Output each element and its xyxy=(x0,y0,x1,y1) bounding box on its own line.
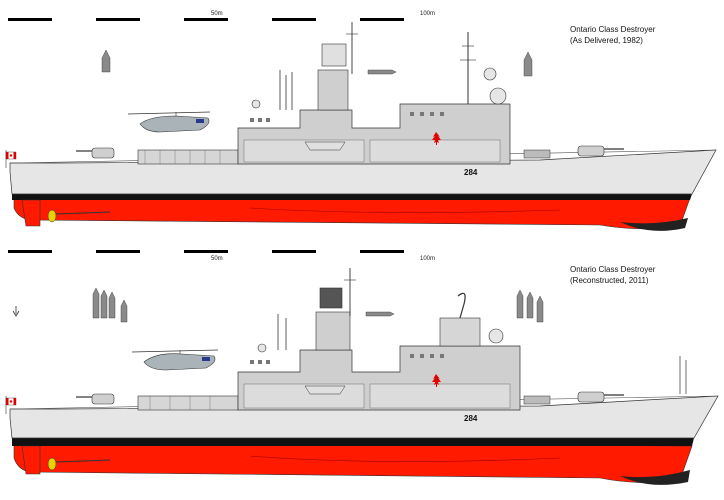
helicopter-icon xyxy=(127,111,211,133)
ships-boat xyxy=(304,141,346,151)
caption-reconstructed: Ontario Class Destroyer (Reconstructed, … xyxy=(570,264,655,286)
scale-bar xyxy=(8,18,430,21)
arrow-icon xyxy=(12,306,20,317)
profile-as-delivered: 284 xyxy=(5,18,717,231)
hull-underwater xyxy=(13,442,693,483)
drawing-subtitle: (As Delivered, 1982) xyxy=(570,36,643,45)
foremast xyxy=(257,292,504,353)
boot-topping xyxy=(12,438,694,446)
forward-gun xyxy=(577,145,624,157)
radar-tower xyxy=(317,22,358,111)
aft-gun xyxy=(76,147,115,159)
aft-gun xyxy=(76,393,115,405)
drawing-title: Ontario Class Destroyer xyxy=(570,25,656,34)
boot-topping xyxy=(12,194,692,200)
hangar xyxy=(137,149,239,165)
canada-flag-icon xyxy=(5,150,17,168)
scale-label-100m: 100m xyxy=(420,256,436,262)
hangar xyxy=(137,395,239,411)
scale-label-50m: 50m xyxy=(211,11,223,17)
forward-gun xyxy=(577,391,624,403)
aft-mast xyxy=(277,314,287,350)
canada-flag-icon xyxy=(5,396,17,414)
missile-icon xyxy=(101,49,533,77)
foremast xyxy=(251,32,507,109)
drawing-subtitle: (Reconstructed, 2011) xyxy=(570,276,649,285)
scale-bar xyxy=(8,250,430,253)
ships-boat xyxy=(304,385,346,395)
rudder xyxy=(21,199,41,227)
hull-number: 284 xyxy=(464,168,478,177)
missile-icon xyxy=(92,287,544,323)
rudder xyxy=(21,445,41,475)
propeller-icon xyxy=(47,457,111,471)
profile-reconstructed: 284 xyxy=(5,250,719,485)
sonar-dome xyxy=(620,218,688,231)
aft-mast xyxy=(279,70,293,110)
propeller-icon xyxy=(47,209,111,223)
hull-underwater xyxy=(13,196,691,230)
sonar-dome xyxy=(620,470,690,485)
caption-as-delivered: Ontario Class Destroyer (As Delivered, 1… xyxy=(570,24,655,46)
scale-label-100m: 100m xyxy=(420,11,436,17)
hull-number: 284 xyxy=(464,414,478,423)
helicopter-icon xyxy=(131,349,219,371)
drawing-title: Ontario Class Destroyer xyxy=(570,265,656,274)
maple-leaf-icon xyxy=(432,374,441,387)
radar-tower xyxy=(315,268,356,351)
maple-leaf-icon xyxy=(432,132,441,145)
scale-label-50m: 50m xyxy=(211,256,223,262)
